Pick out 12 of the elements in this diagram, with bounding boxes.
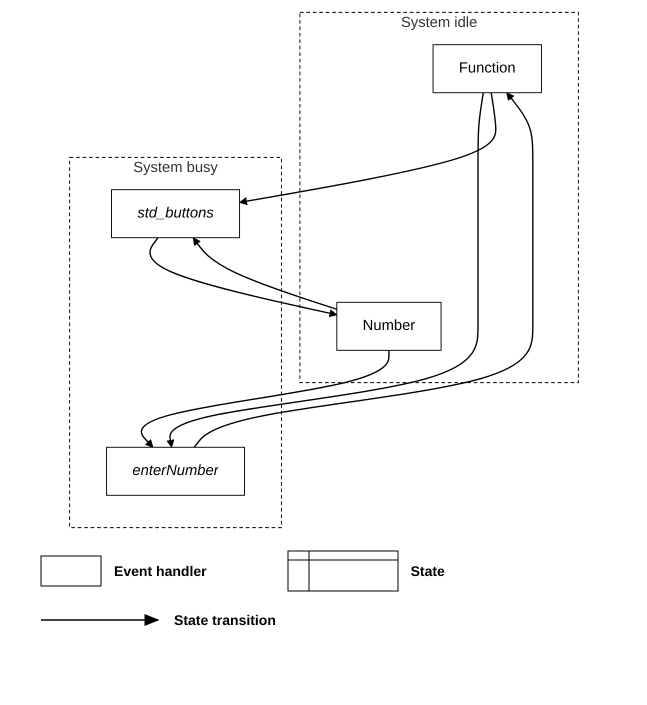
legend-text: State transition <box>174 612 276 628</box>
node-box: Number <box>336 302 442 351</box>
legend-text: Event handler <box>114 563 207 579</box>
node-box: std_buttons <box>110 189 240 238</box>
legend-text: State <box>410 563 445 579</box>
arrow <box>148 237 337 318</box>
node-box: Function <box>432 44 542 94</box>
arrow <box>140 350 390 448</box>
arrow <box>193 92 533 448</box>
arrow <box>238 92 496 206</box>
arrow <box>192 237 337 310</box>
arrow <box>166 92 484 448</box>
